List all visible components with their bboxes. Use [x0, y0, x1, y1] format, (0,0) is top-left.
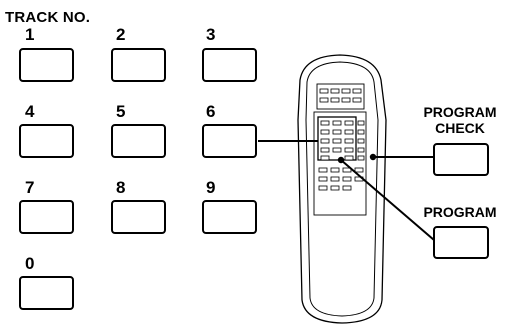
key-label-9: 9 [206, 178, 216, 197]
key-4-button[interactable] [19, 124, 74, 158]
remote-numeric-key-frame [317, 116, 357, 161]
remote-display-window [316, 83, 365, 110]
key-label-6: 6 [206, 102, 216, 121]
key-0-button[interactable] [19, 276, 74, 310]
key-1-button[interactable] [19, 48, 74, 82]
pointer-line-program [340, 159, 435, 241]
key-label-5: 5 [116, 102, 126, 121]
remote-body-inner-outline [305, 61, 379, 317]
key-label-1: 1 [25, 25, 35, 44]
key-6-button[interactable] [202, 124, 257, 158]
key-7-button[interactable] [19, 200, 74, 234]
key-label-3: 3 [206, 25, 216, 44]
program-check-label-line1: PROGRAM [423, 104, 497, 120]
program-button[interactable] [433, 226, 489, 259]
key-9-button[interactable] [202, 200, 257, 234]
remote-button-panel [313, 111, 367, 216]
key-label-0: 0 [25, 254, 35, 273]
remote-body-outline [297, 54, 387, 324]
program-check-label-line2: CHECK [435, 120, 485, 136]
key-2-button[interactable] [111, 48, 166, 82]
pointer-dot-program-check [369, 153, 377, 161]
pointer-dot-program [337, 156, 345, 164]
key-8-button[interactable] [111, 200, 166, 234]
program-check-label: PROGRAM CHECK [418, 104, 502, 136]
remote-small-buttons [318, 88, 365, 191]
key-label-2: 2 [116, 25, 126, 44]
program-label: PROGRAM [423, 204, 497, 220]
key-3-button[interactable] [202, 48, 257, 82]
track-no-title: TRACK NO. [5, 9, 91, 26]
key-label-8: 8 [116, 178, 126, 197]
key-label-4: 4 [25, 102, 35, 121]
key-5-button[interactable] [111, 124, 166, 158]
key-label-7: 7 [25, 178, 35, 197]
program-check-button[interactable] [433, 143, 489, 176]
